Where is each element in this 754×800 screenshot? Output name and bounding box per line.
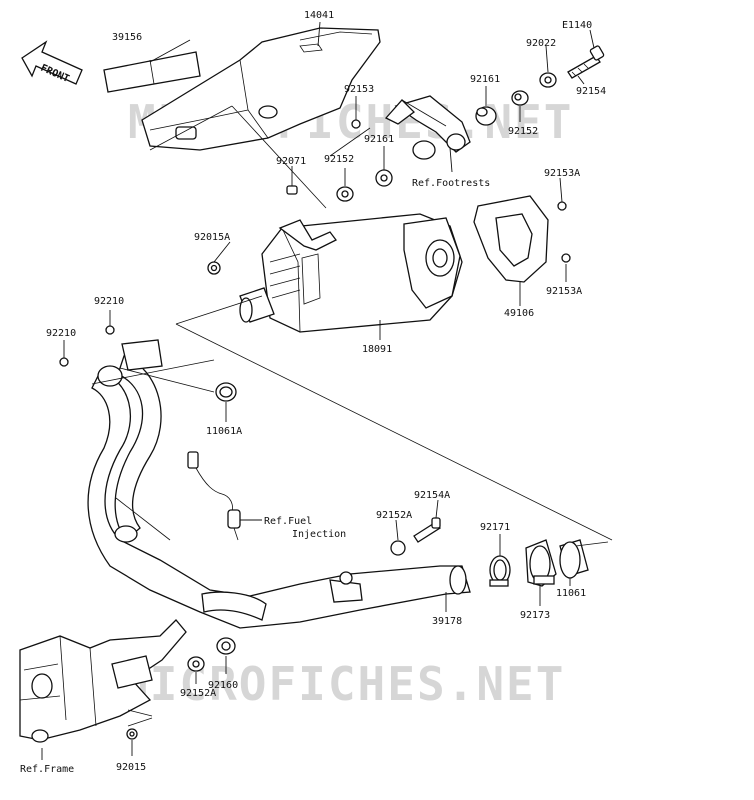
rubber-damper-92161-a	[475, 106, 497, 126]
label-92171: 92171	[480, 522, 510, 533]
watermark-bottom: MICROFICHES.NET	[120, 657, 565, 711]
collar-92152A-1	[390, 540, 406, 556]
label-92161-b: 92161	[364, 134, 394, 145]
label-92015: 92015	[116, 762, 146, 773]
label-92152A-1: 92152A	[376, 510, 412, 521]
label-92153A-2: 92153A	[546, 286, 582, 297]
label-18091: 18091	[362, 344, 392, 355]
bolt-92154A	[413, 517, 441, 543]
ref-frame-label: Ref.Frame	[20, 764, 74, 775]
bolt-92153A-1	[557, 201, 567, 211]
washer-92022	[539, 72, 557, 88]
nut-92153	[351, 119, 361, 129]
ref-footrests-label: Ref.Footrests	[412, 178, 490, 189]
label-92210-a: 92210	[94, 296, 124, 307]
sticker-39156	[103, 51, 201, 93]
label-92015A: 92015A	[194, 232, 230, 243]
label-92022: 92022	[526, 38, 556, 49]
label-92071: 92071	[276, 156, 306, 167]
label-49106: 49106	[504, 308, 534, 319]
label-39178: 39178	[432, 616, 462, 627]
frame-section	[19, 619, 187, 743]
clamp-92171	[489, 555, 511, 587]
nut-92015A	[207, 261, 221, 275]
collar-92152A-2	[187, 656, 205, 672]
clip-92071	[286, 185, 298, 195]
nut-92210-b	[59, 357, 69, 367]
muffler-18091	[239, 213, 463, 333]
label-92154A: 92154A	[414, 490, 450, 501]
label-39156: 39156	[112, 32, 142, 43]
clamp-92173	[525, 539, 557, 587]
rubber-damper-92161-b	[375, 169, 393, 187]
ref-fuel-injection-label-2: Injection	[292, 529, 346, 540]
rear-cover-14041	[141, 27, 381, 151]
gasket-11061A	[215, 382, 237, 402]
label-92210-b: 92210	[46, 328, 76, 339]
nut-92210-a	[105, 325, 115, 335]
label-92153: 92153	[344, 84, 374, 95]
label-92153A-1: 92153A	[544, 168, 580, 179]
leader-lines	[41, 21, 613, 760]
label-92152A-2: 92152A	[180, 688, 216, 699]
nut-92015	[126, 728, 138, 740]
gasket-11061	[559, 539, 589, 579]
label-92154: 92154	[576, 86, 606, 97]
label-E1140: E1140	[562, 20, 592, 31]
muffler-bracket	[384, 95, 471, 160]
o2-sensor	[187, 451, 241, 541]
label-92152-a: 92152	[508, 126, 538, 137]
bolt-92154	[567, 45, 605, 79]
front-arrow-icon: FRONT	[21, 40, 83, 85]
label-92152-b: 92152	[324, 154, 354, 165]
ref-fuel-injection-label-1: Ref.Fuel	[264, 516, 312, 527]
label-92160: 92160	[208, 680, 238, 691]
label-92173: 92173	[520, 610, 550, 621]
label-92161-a: 92161	[470, 74, 500, 85]
exhaust-pipe-39178	[87, 339, 471, 629]
label-14041: 14041	[304, 10, 334, 21]
label-11061A: 11061A	[206, 426, 242, 437]
collar-92152-a	[511, 90, 529, 106]
heat-guard-49106	[473, 195, 549, 283]
label-11061: 11061	[556, 588, 586, 599]
collar-92152-b	[336, 186, 354, 202]
bolt-92153A-2	[561, 253, 571, 263]
damper-92160	[216, 637, 236, 655]
